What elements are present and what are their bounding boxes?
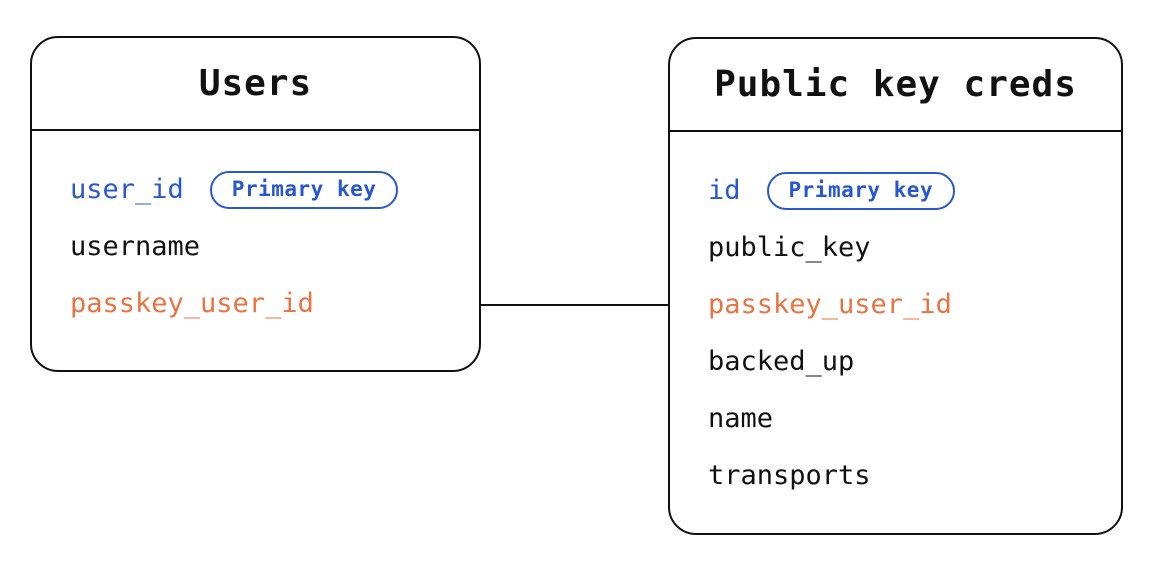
primary-key-badge: Primary key bbox=[766, 171, 956, 210]
field-name-passkey-user-id: passkey_user_id bbox=[708, 289, 952, 320]
field-name-username: username bbox=[70, 231, 201, 262]
table-users-title: Users bbox=[198, 63, 313, 104]
field-name-name: name bbox=[708, 403, 774, 434]
field-name-public-key: public_key bbox=[708, 232, 871, 263]
field-row-username: username bbox=[70, 218, 463, 275]
field-name-backed-up: backed_up bbox=[708, 346, 855, 377]
field-name-passkey-user-id: passkey_user_id bbox=[70, 288, 314, 319]
field-name-id: id bbox=[708, 175, 741, 206]
field-row-name: name bbox=[708, 390, 1105, 447]
table-public-key-creds-body: id Primary key public_key passkey_user_i… bbox=[670, 132, 1121, 504]
field-row-passkey-user-id: passkey_user_id bbox=[708, 276, 1105, 333]
table-public-key-creds-header: Public key creds bbox=[670, 39, 1121, 132]
table-users: Users user_id Primary key username passk… bbox=[30, 36, 481, 372]
field-row-passkey-user-id: passkey_user_id bbox=[70, 275, 463, 332]
relationship-line bbox=[480, 304, 668, 306]
field-row-user-id: user_id Primary key bbox=[70, 161, 463, 218]
table-users-header: Users bbox=[32, 38, 479, 131]
table-public-key-creds-title: Public key creds bbox=[714, 64, 1077, 105]
table-public-key-creds: Public key creds id Primary key public_k… bbox=[668, 37, 1123, 535]
field-name-user-id: user_id bbox=[70, 174, 184, 205]
primary-key-badge: Primary key bbox=[209, 170, 399, 209]
table-users-body: user_id Primary key username passkey_use… bbox=[32, 131, 479, 332]
field-row-id: id Primary key bbox=[708, 162, 1105, 219]
field-name-transports: transports bbox=[708, 460, 871, 491]
field-row-transports: transports bbox=[708, 447, 1105, 504]
field-row-backed-up: backed_up bbox=[708, 333, 1105, 390]
field-row-public-key: public_key bbox=[708, 219, 1105, 276]
